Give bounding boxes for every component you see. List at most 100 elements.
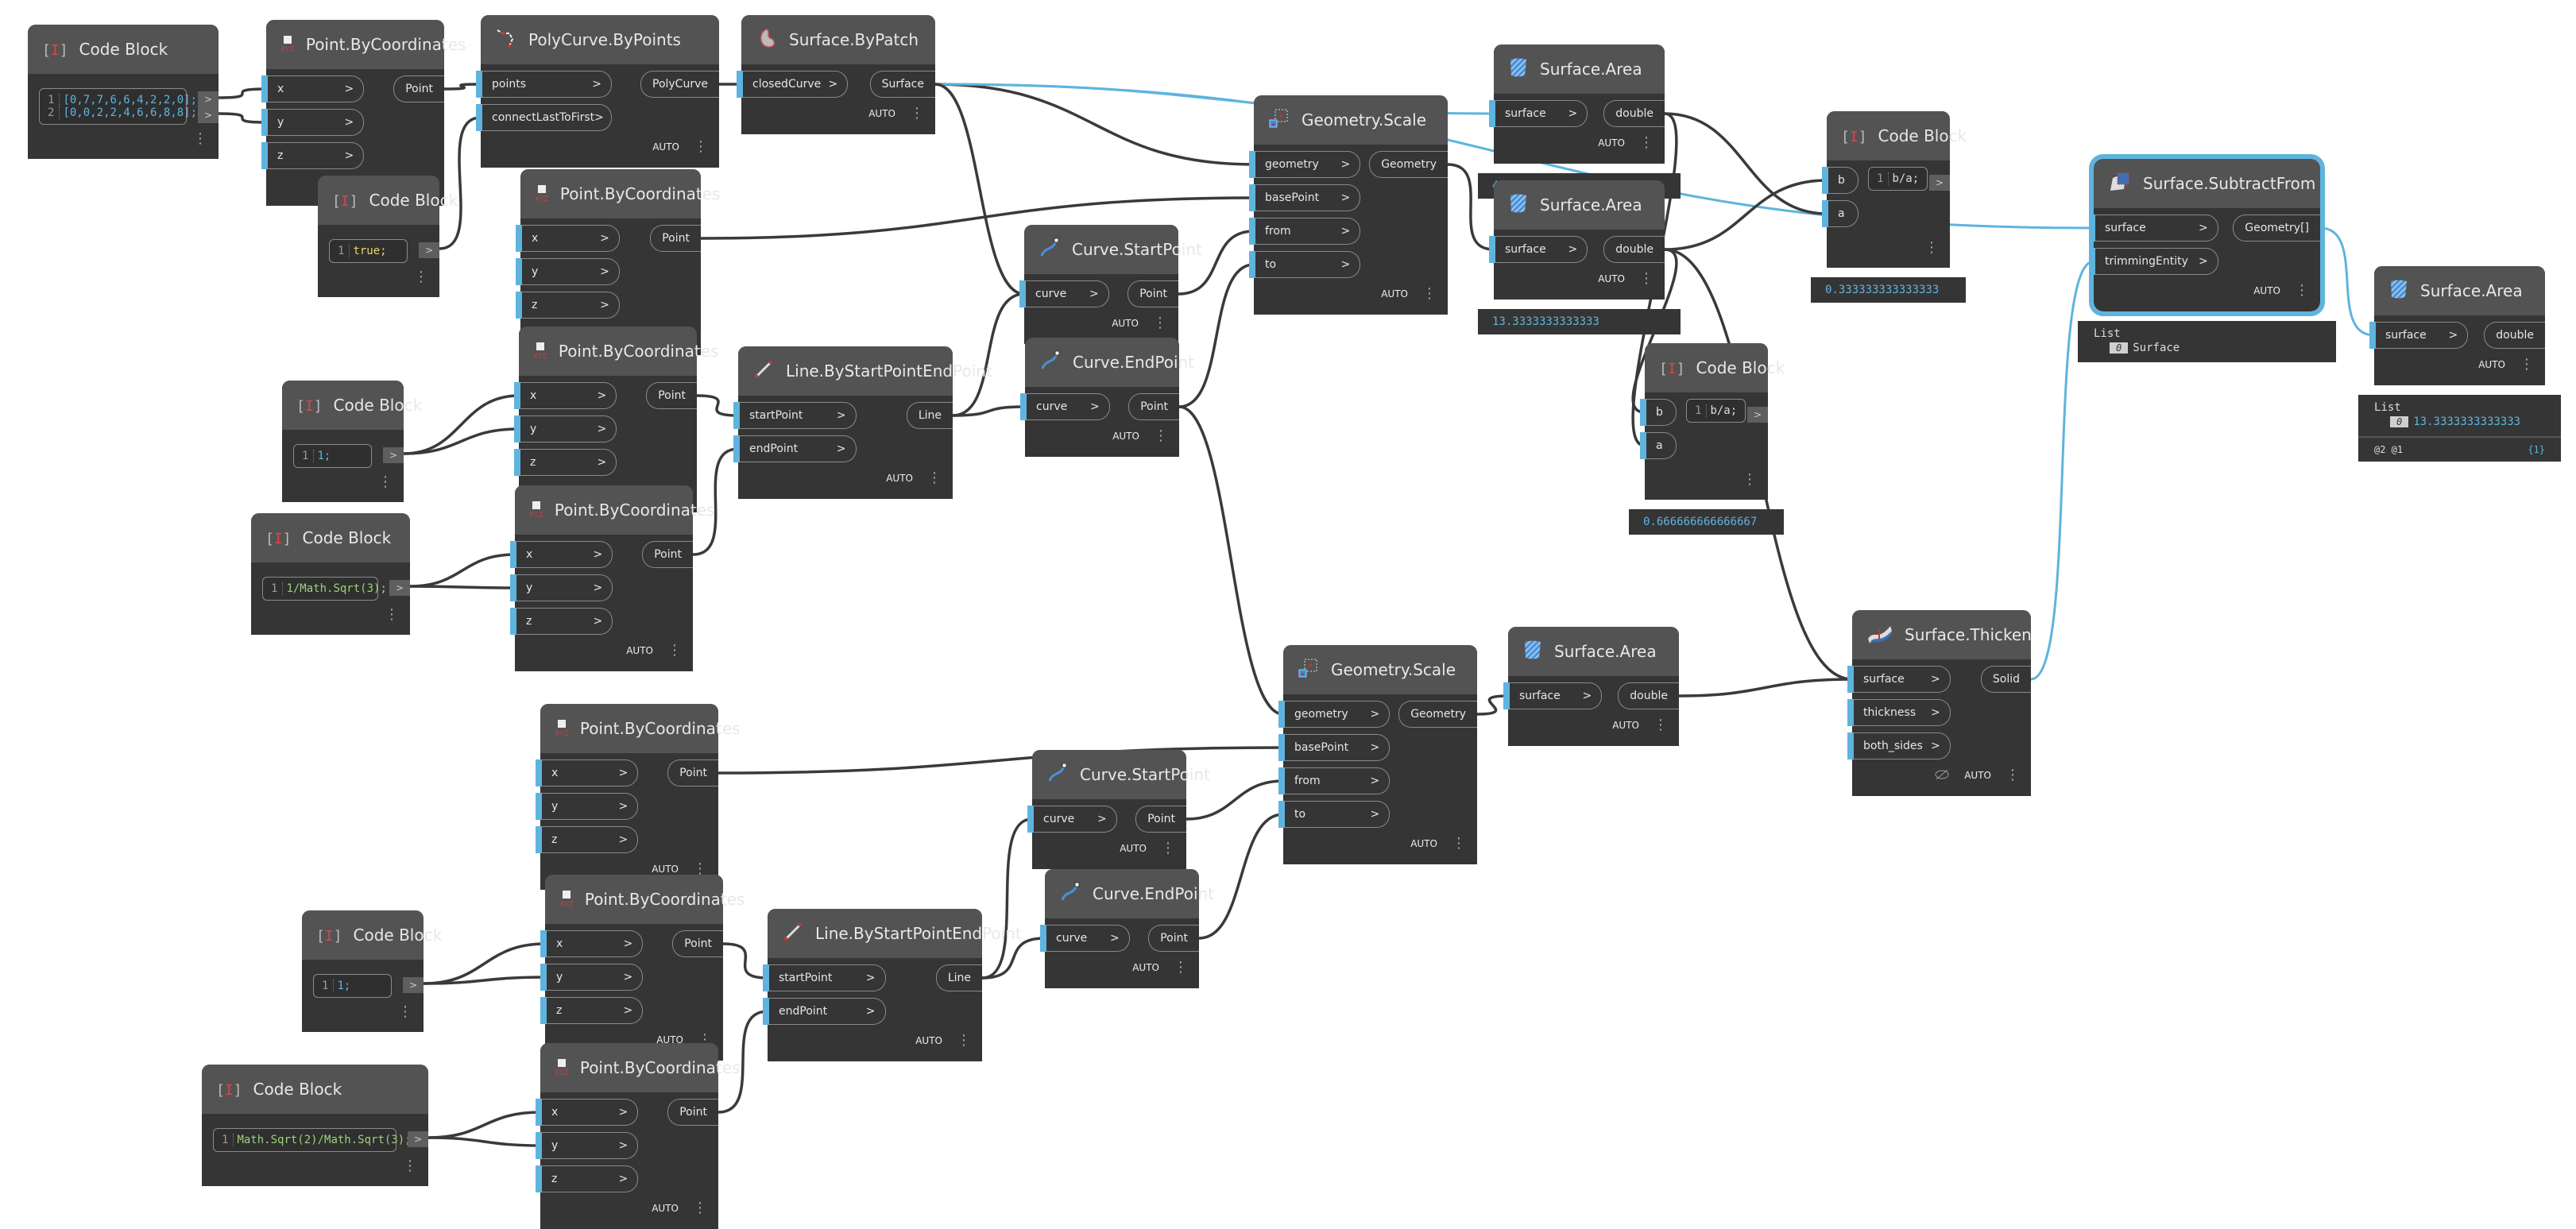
input-port-curve[interactable]: curve> (1040, 925, 1199, 952)
input-port-surface[interactable]: surface> (2369, 322, 2545, 349)
port-arrow[interactable]: > (1109, 932, 1120, 945)
node-header[interactable]: [I]Code Block (1645, 343, 1785, 392)
lacing-auto-label[interactable]: AUTO (1598, 273, 1625, 284)
connector-wire[interactable] (1178, 263, 1255, 408)
input-port-x[interactable]: x> (540, 930, 723, 957)
input-port-pill[interactable]: x> (266, 75, 365, 102)
more-options-icon[interactable]: ⋮ (1639, 270, 1654, 287)
port-arrow[interactable]: > (1568, 107, 1578, 120)
input-port-pill[interactable]: both_sides> (1852, 732, 1951, 759)
lacing-auto-label[interactable]: AUTO (915, 1035, 942, 1046)
output-port-point[interactable]: Point (650, 225, 701, 252)
input-port-z[interactable]: z> (261, 142, 444, 169)
port-arrow[interactable]: > (2448, 329, 2458, 342)
output-port-button[interactable]: > (419, 242, 439, 258)
input-port-b[interactable]: b (1640, 399, 1768, 426)
port-arrow[interactable]: > (1931, 740, 1940, 752)
input-port-thickness[interactable]: thickness> (1847, 699, 2031, 726)
input-port-pill[interactable]: surface> (1852, 666, 1951, 693)
connector-wire[interactable] (952, 405, 1026, 417)
lacing-auto-label[interactable]: AUTO (1381, 288, 1408, 300)
output-port-double[interactable]: double (2484, 322, 2545, 349)
port-arrow[interactable]: > (1931, 706, 1940, 719)
more-options-icon[interactable]: ⋮ (378, 473, 393, 490)
output-port-point[interactable]: Point (646, 382, 697, 409)
node-header[interactable]: Curve.StartPoint (1024, 225, 1202, 274)
input-port-points[interactable]: points> (476, 71, 719, 98)
input-port-pill[interactable]: surface> (2094, 214, 2218, 242)
input-port-surface[interactable]: surface> (1847, 666, 2031, 693)
output-port-geometry[interactable]: Geometry (1369, 151, 1448, 178)
input-port-pill[interactable]: basePoint> (1254, 184, 1361, 211)
port-arrow[interactable]: > (597, 456, 607, 469)
code-text[interactable]: [0,7,7,6,6,4,2,2,0]; (63, 94, 198, 106)
more-options-icon[interactable]: ⋮ (1174, 959, 1188, 976)
port-arrow[interactable]: > (344, 149, 354, 162)
lacing-auto-label[interactable]: AUTO (1112, 431, 1139, 442)
input-port-b[interactable]: b (1822, 167, 1950, 194)
input-port-pill[interactable]: x> (545, 930, 644, 957)
input-port-pill[interactable]: connectLastToFirst> (481, 104, 612, 131)
input-port-pill[interactable]: y> (540, 793, 639, 820)
input-port-x[interactable]: x> (514, 382, 697, 409)
input-port-y[interactable]: y> (540, 964, 723, 991)
node-header[interactable]: Surface.SubtractFrom (2094, 159, 2320, 208)
port-arrow[interactable]: > (865, 972, 876, 984)
input-port-z[interactable]: z> (516, 292, 701, 319)
port-arrow[interactable]: > (594, 111, 604, 124)
node-header[interactable]: [I]Code Block (318, 176, 458, 225)
input-port-curve[interactable]: curve> (1027, 806, 1186, 833)
input-port-endPoint[interactable]: endPoint> (733, 435, 953, 462)
input-port-endPoint[interactable]: endPoint> (763, 998, 982, 1025)
node-header[interactable]: Curve.StartPoint (1032, 750, 1210, 799)
output-port-point[interactable]: Point (393, 75, 444, 102)
connector-wire[interactable] (722, 942, 768, 980)
connector-wire[interactable] (218, 112, 267, 124)
port-arrow[interactable]: > (836, 443, 846, 455)
port-arrow[interactable]: > (600, 265, 609, 278)
connector-wire[interactable] (696, 394, 739, 417)
more-options-icon[interactable]: ⋮ (1161, 840, 1175, 856)
node-header[interactable]: [I]Code Block (202, 1065, 428, 1114)
connector-wire[interactable] (1664, 179, 1828, 251)
input-port-y[interactable]: y> (514, 415, 697, 443)
input-port-y[interactable]: y> (536, 793, 718, 820)
input-port-pill[interactable]: curve> (1024, 280, 1109, 307)
input-port-pill[interactable]: basePoint> (1283, 734, 1390, 761)
input-port-pill[interactable]: y> (519, 415, 617, 443)
connector-wire[interactable] (427, 1111, 541, 1139)
connector-wire[interactable] (409, 585, 516, 589)
node-header[interactable]: Curve.EndPoint (1025, 338, 1194, 387)
output-port-line[interactable]: Line (935, 964, 982, 991)
connector-wire[interactable] (1198, 813, 1284, 940)
input-port-x[interactable]: x> (536, 1099, 718, 1126)
more-options-icon[interactable]: ⋮ (403, 1158, 417, 1174)
output-port-geometry[interactable]: Geometry (1398, 701, 1477, 728)
input-port-pill[interactable]: points> (481, 71, 612, 98)
port-arrow[interactable]: > (1568, 243, 1578, 256)
input-port-pill[interactable]: z> (540, 826, 639, 853)
input-port-connectLastToFirst[interactable]: connectLastToFirst> (476, 104, 719, 131)
port-arrow[interactable]: > (618, 1106, 629, 1119)
lacing-auto-label[interactable]: AUTO (1132, 962, 1159, 973)
input-port-pill[interactable]: x> (515, 541, 613, 568)
more-options-icon[interactable]: ⋮ (1742, 471, 1757, 488)
node-header[interactable]: Geometry.Scale (1254, 95, 1448, 145)
output-port-surface[interactable]: Surface (869, 71, 935, 98)
